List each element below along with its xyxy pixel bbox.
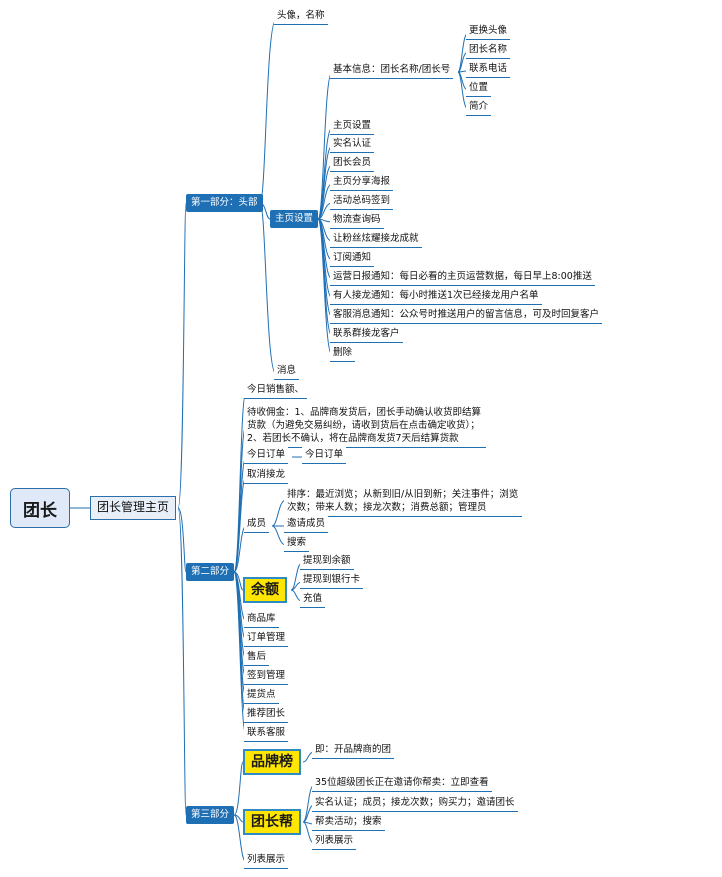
root-node[interactable]: 团长 [10,488,70,528]
member-invite-node[interactable]: 邀请成员 [284,515,329,533]
avatar-name-node[interactable]: 头像，名称 [274,7,328,25]
basic-info-item[interactable]: 简介 [466,98,492,116]
balance-item[interactable]: 充值 [300,590,326,608]
basic-info-item[interactable]: 位置 [466,79,492,97]
group-help-node[interactable]: 团长帮 [243,809,301,835]
messages-node[interactable]: 消息 [274,362,300,380]
part2-item[interactable]: 订单管理 [244,629,289,647]
basic-info-node[interactable]: 基本信息：团长名称/团长号 [330,61,454,79]
settings-item[interactable]: 活动总码签到 [330,192,394,210]
homepage-settings-node[interactable]: 主页设置 [270,210,319,228]
basic-info-item[interactable]: 联系电话 [466,60,511,78]
basic-info-item[interactable]: 团长名称 [466,41,511,59]
balance-item[interactable]: 提现到余额 [300,552,354,570]
hub-node[interactable]: 团长管理主页 [90,496,177,520]
settings-item[interactable]: 客服消息通知：公众号时推送用户的留言信息，可及时回复客户 [330,306,603,324]
group-help-item[interactable]: 列表展示 [312,832,357,850]
member-sort-node[interactable]: 排序：最近浏览；从新到旧/从旧到新；关注事件；浏览次数；带来人数；接龙次数；消费… [284,486,522,517]
settings-item[interactable]: 让粉丝炫耀接龙成就 [330,230,422,248]
settings-item[interactable]: 实名认证 [330,135,375,153]
settings-item[interactable]: 订阅通知 [330,249,375,267]
member-search-node[interactable]: 搜索 [284,534,310,552]
part2-item[interactable]: 商品库 [244,610,279,628]
brand-rank-child-node[interactable]: 即：开品牌商的团 [312,741,395,759]
section-part3-node[interactable]: 第三部分 [186,806,235,824]
part2-item[interactable]: 签到管理 [244,667,289,685]
settings-item[interactable]: 有人接龙通知：每小时推送1次已经接龙用户名单 [330,287,542,305]
brand-rank-node[interactable]: 品牌榜 [243,749,301,775]
settings-item[interactable]: 主页分享海报 [330,173,394,191]
part2-item[interactable]: 提货点 [244,686,279,704]
part2-item[interactable]: 联系客服 [244,724,289,742]
today-order-child-node[interactable]: 今日订单 [302,446,347,464]
settings-item[interactable]: 运营日报通知：每日必看的主页运营数据，每日早上8:00推送 [330,268,595,286]
cancel-order-node[interactable]: 取消接龙 [244,466,289,484]
part2-item[interactable]: 售后 [244,648,270,666]
list-display-node[interactable]: 列表展示 [244,851,289,869]
balance-node[interactable]: 余额 [243,577,287,603]
balance-item[interactable]: 提现到银行卡 [300,571,364,589]
group-help-item[interactable]: 35位超级团长正在邀请你帮卖：立即查看 [312,774,492,792]
settings-item[interactable]: 删除 [330,344,356,362]
settings-item[interactable]: 联系群接龙客户 [330,325,403,343]
group-help-item[interactable]: 实名认证；成员；接龙次数；购买力；邀请团长 [312,794,518,812]
pending-commission-node[interactable]: 待收佣金：1、品牌商发货后，团长手动确认收货即结算货款（为避免交易纠纷，请收到货… [244,404,486,448]
part2-item[interactable]: 推荐团长 [244,705,289,723]
members-node[interactable]: 成员 [244,515,270,533]
today-order-node[interactable]: 今日订单 [244,446,289,464]
today-sales-node[interactable]: 今日销售额、 [244,381,308,399]
section-header-node[interactable]: 第一部分：头部 [186,194,263,212]
settings-item[interactable]: 物流查询码 [330,211,384,229]
settings-item[interactable]: 主页设置 [330,117,375,135]
settings-item[interactable]: 团长会员 [330,154,375,172]
basic-info-item[interactable]: 更换头像 [466,22,511,40]
section-part2-node[interactable]: 第二部分 [186,563,235,581]
group-help-item[interactable]: 帮卖活动；搜索 [312,813,385,831]
